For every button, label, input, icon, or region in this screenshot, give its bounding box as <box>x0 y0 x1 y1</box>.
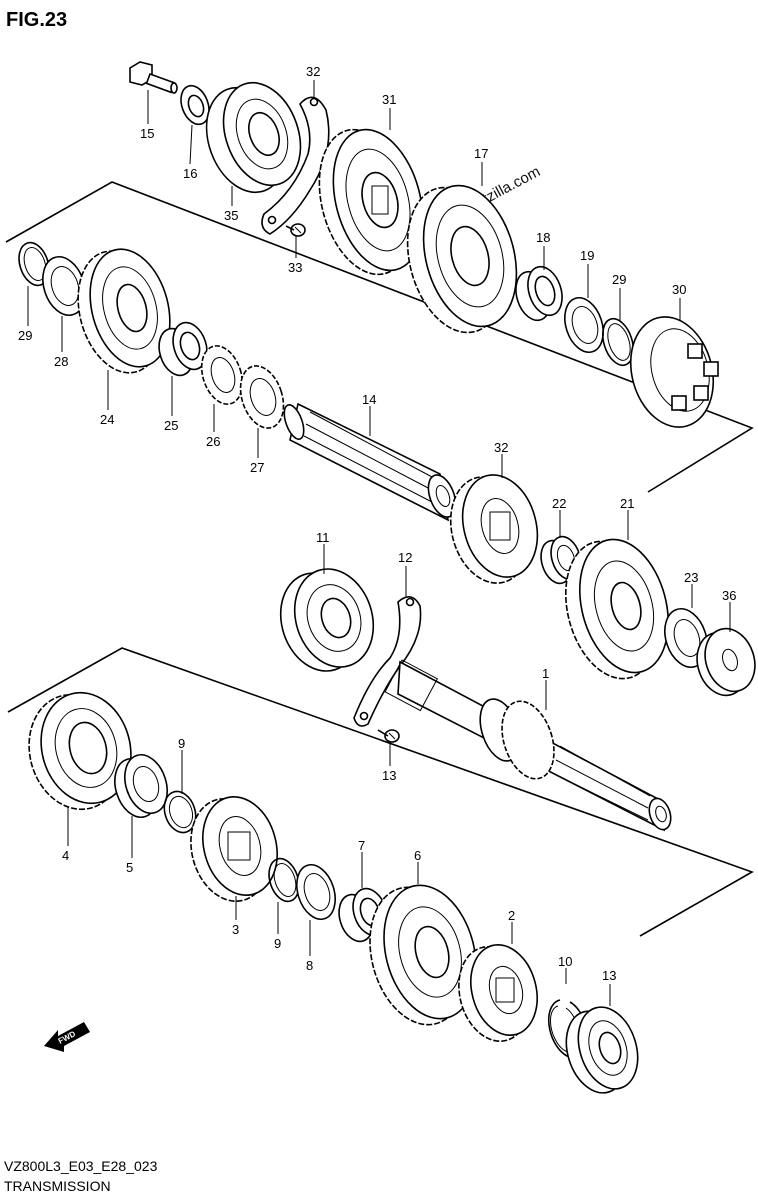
label-part-26: 26 <box>206 434 220 449</box>
label-part-8: 8 <box>306 958 313 973</box>
part-1-driveshaft <box>384 659 672 832</box>
label-part-17: 16 <box>183 166 197 181</box>
part-3-gear <box>190 796 278 902</box>
part-15-countershaft <box>283 402 457 522</box>
part-13-screw <box>377 729 400 743</box>
part-34-retainer <box>261 96 330 235</box>
part-14-bearing <box>565 1006 639 1094</box>
part-33-bearing <box>205 81 302 194</box>
part-35-screw <box>285 223 306 237</box>
part-24-gear <box>77 248 171 374</box>
label-part-18: 17 <box>474 146 488 161</box>
label-part-23: 23 <box>684 570 698 585</box>
label-part-16: 15 <box>140 126 154 141</box>
label-part-9-upper: 9 <box>178 736 185 751</box>
part-36-bearing <box>696 627 756 697</box>
label-part-21: 21 <box>620 496 634 511</box>
part-27-lock-washer <box>239 365 285 429</box>
leader-lines <box>27 80 731 1006</box>
label-part-19: 18 <box>536 230 550 245</box>
part-25-bushing <box>158 321 208 377</box>
part-8-washer <box>296 863 336 921</box>
driveshaft-frame <box>7 647 754 937</box>
part-17-washer <box>180 84 210 126</box>
label-part-13: 13 <box>382 768 396 783</box>
part-19-bushing <box>515 265 563 322</box>
part-6-gear <box>369 884 477 1026</box>
part-26-lock-washer <box>200 345 244 405</box>
part-labels: 15 16 35 32 33 31 17 18 19 29 30 29 28 2… <box>18 64 736 983</box>
part-9-circlip-upper <box>163 790 197 834</box>
label-part-11: 11 <box>316 530 330 545</box>
part-16-bolt <box>129 61 178 94</box>
figure-title: FIG.23 <box>6 9 67 31</box>
part-21-gear <box>564 538 670 680</box>
label-part-15: 14 <box>362 392 376 407</box>
part-2-gear <box>458 944 538 1042</box>
label-part-22: 22 <box>552 496 566 511</box>
part-23-washer <box>664 608 708 668</box>
part-29-circlip-left <box>18 241 50 287</box>
label-part-30: 30 <box>672 282 686 297</box>
label-part-4: 4 <box>62 848 69 863</box>
label-part-35: 33 <box>288 260 302 275</box>
label-part-24: 24 <box>100 412 114 427</box>
label-part-36: 36 <box>722 588 736 603</box>
figure-name: TRANSMISSION <box>4 1178 111 1194</box>
label-part-31: 32 <box>494 440 508 455</box>
part-32-gear <box>318 128 424 276</box>
part-30-gear <box>629 316 719 428</box>
label-part-1: 1 <box>542 666 549 681</box>
part-5-bushing <box>114 754 168 818</box>
label-part-5: 5 <box>126 860 133 875</box>
label-part-27: 27 <box>250 460 264 475</box>
label-part-12: 12 <box>398 550 412 565</box>
part-18-gear <box>406 184 518 334</box>
label-part-32: 31 <box>382 92 396 107</box>
label-part-10: 10 <box>558 954 572 969</box>
label-part-7: 7 <box>358 838 365 853</box>
part-28-washer <box>42 256 86 316</box>
part-11-bearing <box>279 568 375 672</box>
label-part-3: 3 <box>232 922 239 937</box>
label-part-6: 6 <box>414 848 421 863</box>
part-4-gear <box>28 691 132 811</box>
label-part-29-right: 29 <box>612 272 626 287</box>
label-part-20: 19 <box>580 248 594 263</box>
label-part-9-lower: 9 <box>274 936 281 951</box>
label-part-33: 35 <box>224 208 238 223</box>
part-20-washer <box>564 296 604 354</box>
label-part-25: 25 <box>164 418 178 433</box>
part-29-circlip-right <box>601 317 635 367</box>
figure-code: VZ800L3_E03_E28_023 <box>4 1158 158 1174</box>
label-part-34: 32 <box>306 64 320 79</box>
part-22-bushing <box>540 535 582 585</box>
part-31-gear <box>449 474 539 584</box>
part-12-retainer <box>353 596 422 727</box>
label-part-28: 28 <box>54 354 68 369</box>
label-part-29-left: 29 <box>18 328 32 343</box>
part-9-circlip-lower <box>268 857 300 903</box>
label-part-14: 13 <box>602 968 616 983</box>
fwd-arrow-icon: FWD <box>44 1022 90 1052</box>
label-part-2: 2 <box>508 908 515 923</box>
